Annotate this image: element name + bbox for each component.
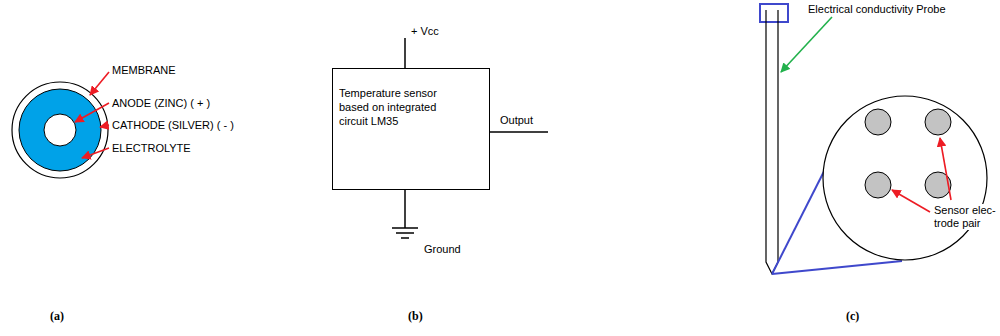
electrode [925,109,951,135]
ground-symbol [401,237,409,239]
leader-arrow [781,17,832,72]
leader-arrows [75,72,109,158]
signal-name: Ground [424,243,461,256]
leader-arrow [82,148,109,158]
electrolyte-fill [19,89,101,171]
ground-wire [404,190,406,228]
probe-head [760,4,788,22]
electrode [865,109,891,135]
leader-arrow [75,103,109,122]
leader-arrow [940,138,951,200]
signal-name: Output [500,114,533,127]
oxygen-sensor-section [12,82,108,178]
leader-arrow [90,72,109,95]
panel-caption: (c) [846,310,859,323]
supply-wire [404,38,406,68]
leader-arrow [892,190,930,212]
panel-caption: (b) [408,310,423,323]
sensor-box: Temperature sensor based on integrated c… [332,68,490,190]
signal-name: + Vcc [411,25,439,38]
panel-caption: (a) [50,310,64,323]
leader-arrow [100,125,109,127]
output-wire [490,131,548,133]
zoom-line [772,261,902,274]
part-label: CATHODE (SILVER) ( - ) [112,119,234,132]
part-label: MEMBRANE [112,64,176,77]
anode-core [44,114,76,146]
ground-symbol [396,232,414,234]
box-text: Temperature sensor based on integrated c… [339,86,451,128]
conductivity-probe [760,4,987,274]
part-label: Electrical conductivity Probe [808,3,946,16]
part-label: ELECTROLYTE [112,142,191,155]
electrode [865,172,891,198]
part-label: Sensor elec-trode pair [934,204,996,230]
ground-symbol [392,227,418,229]
part-label: ANODE (ZINC) ( + ) [112,97,210,110]
probe-tip-view [823,96,987,260]
membrane-ring [12,82,108,178]
probe-body [766,10,778,274]
